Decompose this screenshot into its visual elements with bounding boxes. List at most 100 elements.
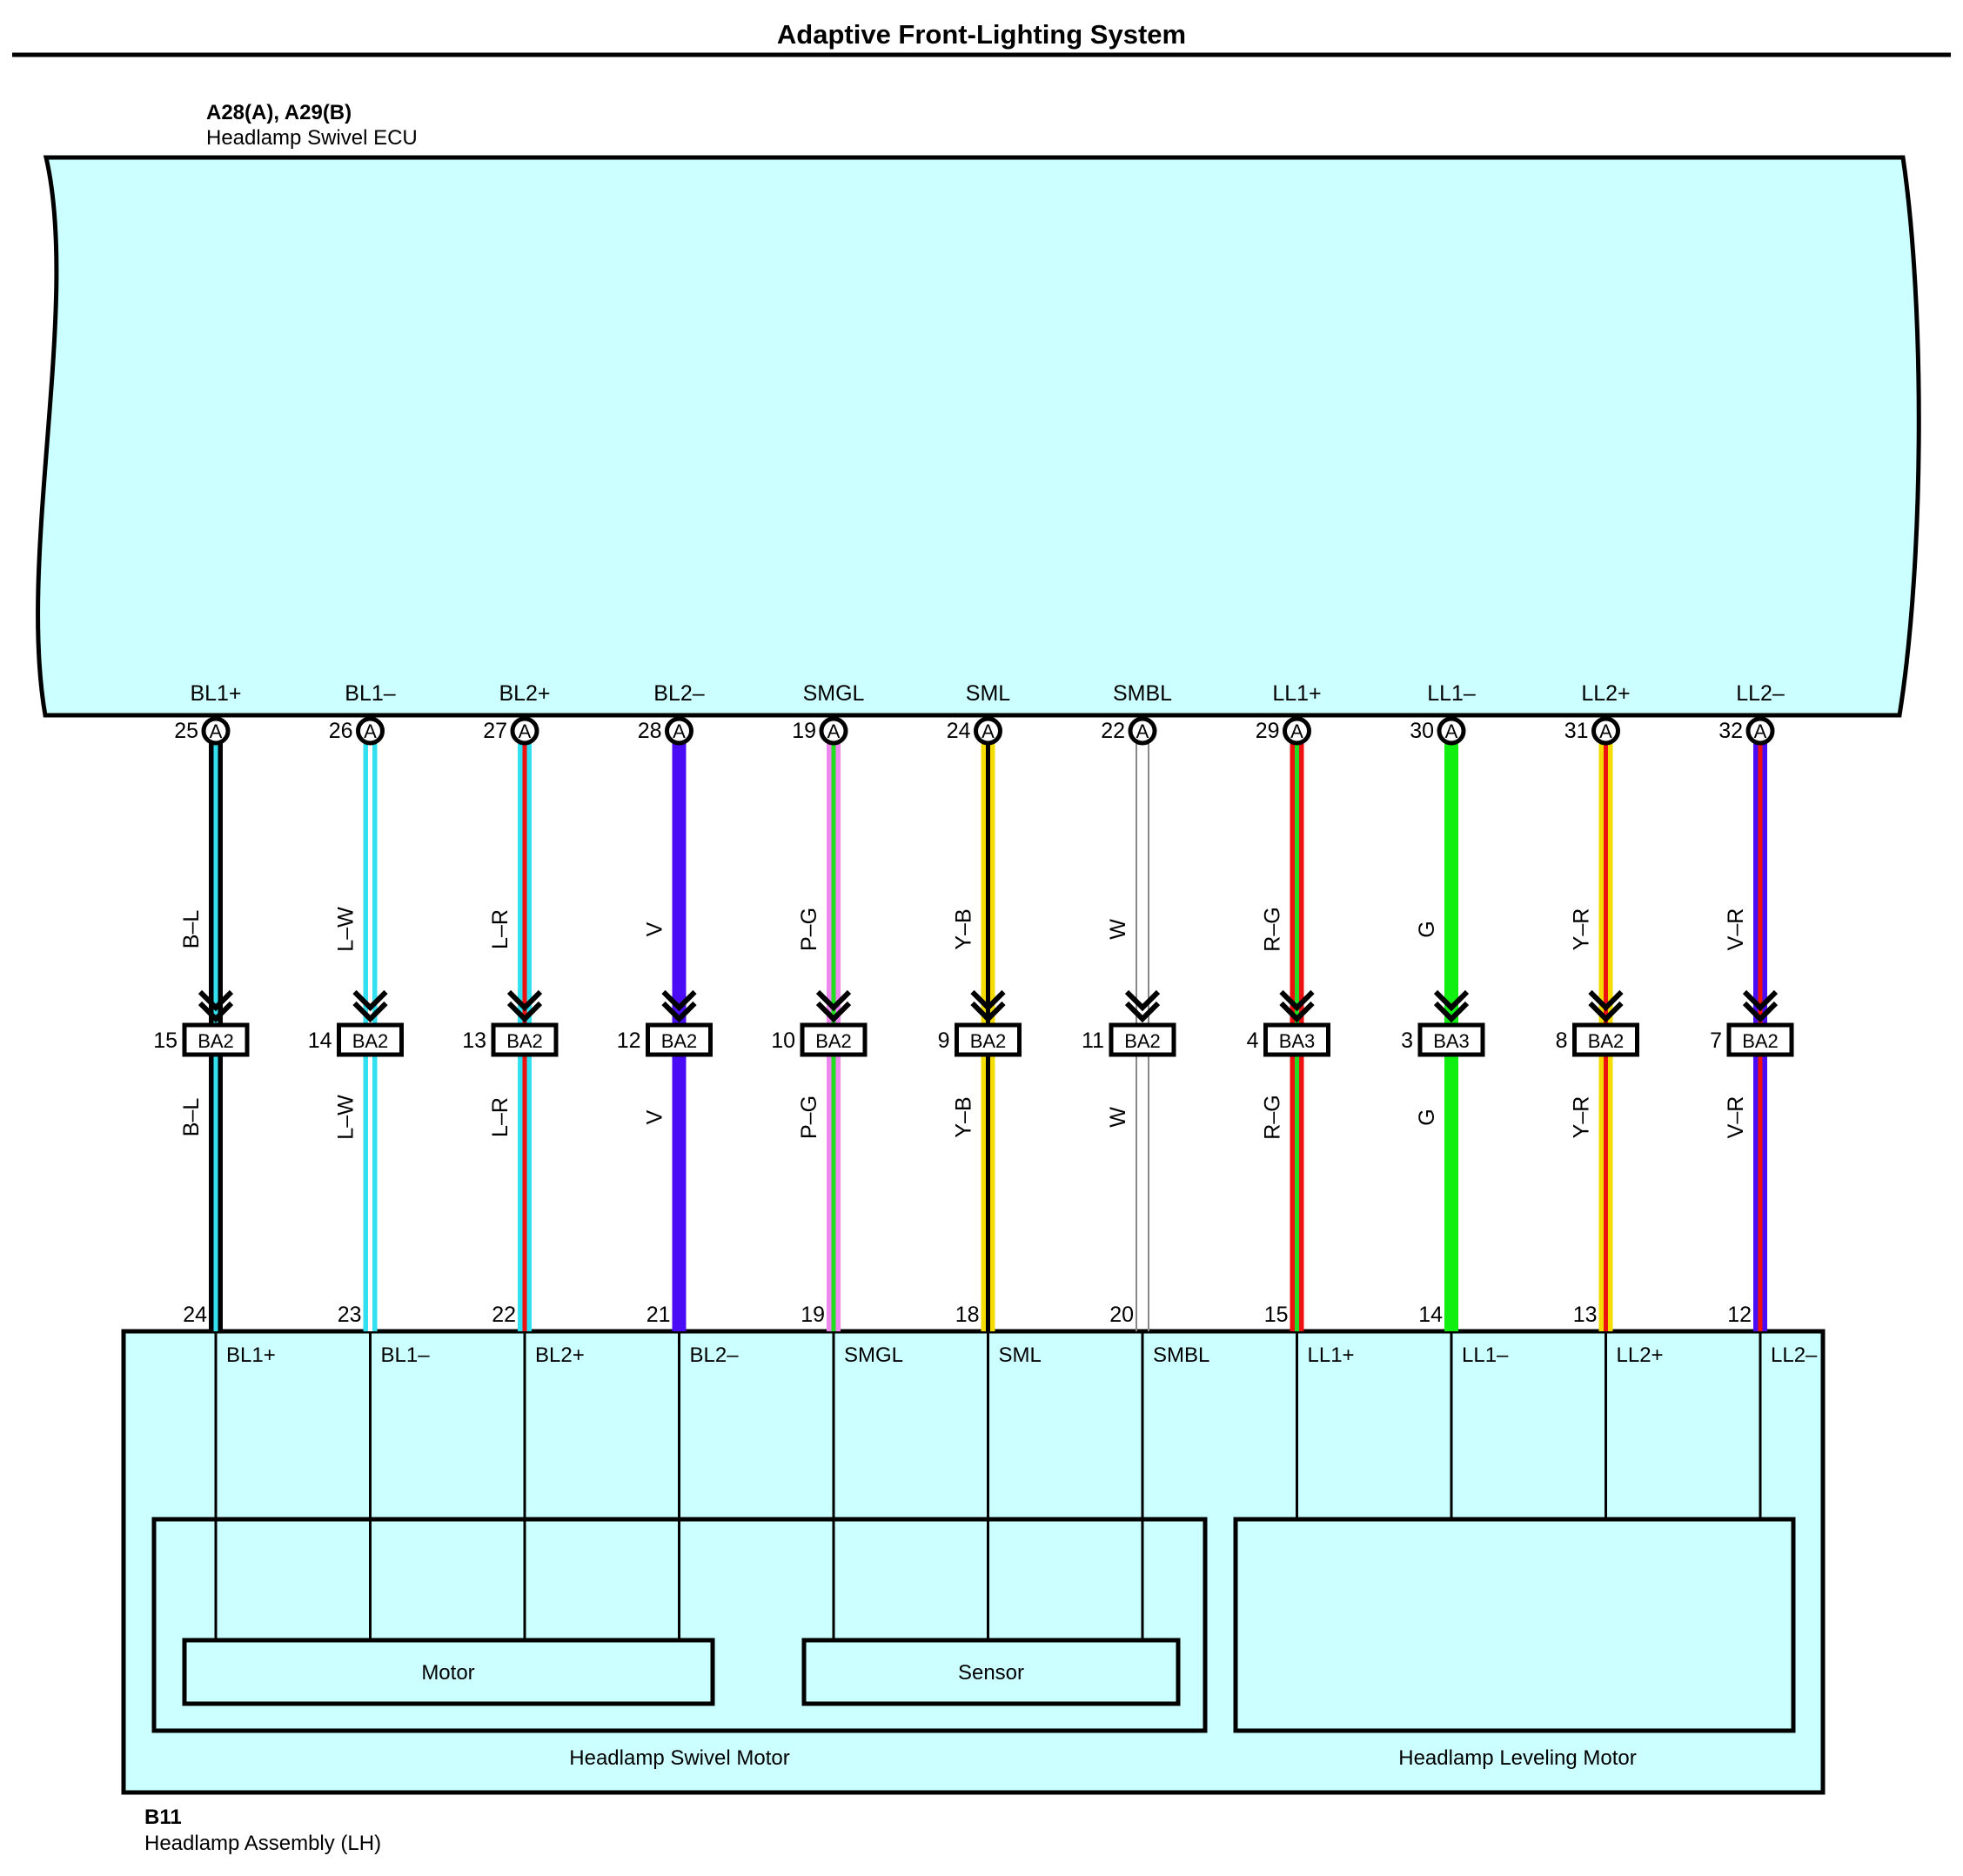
junction-connector [955, 1022, 1022, 1057]
ecu-terminal [665, 716, 693, 746]
assembly-name-label: Headlamp Assembly (LH) [144, 1832, 381, 1855]
swivel-motor-label: Headlamp Swivel Motor [569, 1746, 789, 1770]
junction-pin-number: 7 [1710, 1028, 1722, 1053]
ecu-connector-letter: A [364, 720, 377, 742]
junction-connector [1263, 1022, 1330, 1057]
junction-connector-label: BA2 [506, 1030, 543, 1052]
junction-connector-label: BA3 [1279, 1030, 1316, 1052]
device-pin-number: 14 [1418, 1303, 1443, 1327]
device-terminal-label: BL2+ [535, 1343, 585, 1367]
device-terminal-label: BL2– [690, 1343, 740, 1367]
junction-connector [491, 1022, 559, 1057]
wire-color-label: G [1415, 1109, 1439, 1125]
wire-color-label: B–L [179, 910, 204, 949]
sensor-box [801, 1638, 1181, 1706]
device-pin-number: 13 [1573, 1303, 1598, 1327]
device-terminal-label: LL2+ [1617, 1343, 1664, 1367]
device-terminal-label: SMBL [1153, 1343, 1209, 1367]
junction-pin-number: 3 [1401, 1028, 1413, 1053]
motor-label: Motor [421, 1661, 474, 1685]
ecu-pin-number: 32 [1718, 719, 1743, 743]
ecu-terminal [819, 716, 848, 746]
sensor-label: Sensor [958, 1661, 1024, 1685]
ecu-terminal [1128, 716, 1157, 746]
ecu-pin-number: 31 [1564, 719, 1589, 743]
device-terminal-label: BL1– [381, 1343, 431, 1367]
wire-color-label: V [643, 1109, 667, 1124]
junction-connector [182, 1022, 250, 1057]
junction-connector-label: BA3 [1433, 1030, 1470, 1052]
junction-arrow-icon [1124, 989, 1161, 1012]
junction-arrow-icon [970, 1001, 1006, 1023]
ecu-terminal [510, 716, 539, 746]
junction-arrow-icon [506, 989, 543, 1012]
ecu-pin-number: 24 [947, 719, 971, 743]
ecu-signal-label: LL2+ [1581, 681, 1630, 706]
ecu-connector-letter: A [1754, 720, 1767, 742]
ecu-connector-label: A28(A), A29(B) [206, 101, 352, 124]
device-terminal-label: LL1+ [1308, 1343, 1355, 1367]
junction-connector-label: BA2 [1124, 1030, 1161, 1052]
ecu-connector-letter: A [1599, 720, 1612, 742]
assembly-connector-label: B11 [144, 1806, 182, 1829]
junction-connector [1417, 1022, 1485, 1057]
ecu-signal-label: BL2– [653, 681, 704, 706]
wire-color-label: B–L [179, 1098, 204, 1137]
junction-pin-number: 9 [938, 1028, 950, 1053]
ecu-signal-label: BL2+ [499, 681, 550, 706]
ecu-signal-label: SMBL [1113, 681, 1172, 706]
junction-pin-number: 15 [153, 1028, 178, 1053]
wire-color-label: Y–R [1570, 908, 1594, 951]
junction-arrow-icon [970, 989, 1006, 1012]
wire-color-label: R–G [1261, 1095, 1285, 1139]
junction-arrow-icon [1124, 1001, 1161, 1023]
junction-arrow-icon [198, 989, 234, 1012]
junction-pin-number: 8 [1556, 1028, 1568, 1053]
ecu-terminal [1591, 716, 1620, 746]
junction-arrow-icon [1742, 989, 1779, 1012]
ecu-pin-number: 19 [792, 719, 816, 743]
junction-connector-label: BA2 [352, 1030, 389, 1052]
ecu-pin-number: 26 [329, 719, 353, 743]
junction-connector [1572, 1022, 1639, 1057]
wire-color-label: G [1415, 921, 1439, 937]
junction-connector [337, 1022, 404, 1057]
wire-color-label: P–G [797, 908, 821, 951]
ecu-connector-letter: A [1445, 720, 1458, 742]
junction-pin-number: 10 [771, 1028, 795, 1053]
ecu-terminal [201, 716, 231, 746]
junction-arrow-icon [352, 989, 388, 1012]
ecu-pin-number: 27 [483, 719, 507, 743]
junction-connector-label: BA2 [970, 1030, 1007, 1052]
wire-color-label: V–R [1724, 908, 1748, 951]
ecu-signal-label: LL2– [1736, 681, 1785, 706]
junction-connector-label: BA2 [198, 1030, 234, 1052]
junction-connector [646, 1022, 713, 1057]
junction-arrow-icon [1742, 1001, 1779, 1023]
ecu-signal-label: LL1+ [1272, 681, 1321, 706]
junction-arrow-icon [815, 1001, 852, 1023]
ecu-connector-letter: A [827, 720, 841, 742]
junction-arrow-icon [198, 1001, 234, 1023]
device-pin-number: 18 [955, 1303, 980, 1327]
ecu-connector-letter: A [982, 720, 995, 742]
ecu-terminal [356, 716, 385, 746]
ecu-name-label: Headlamp Swivel ECU [206, 126, 418, 150]
ecu-connector-letter: A [210, 720, 223, 742]
ecu-connector-letter: A [1290, 720, 1303, 742]
junction-arrow-icon [506, 1001, 543, 1023]
device-terminal-label: SML [999, 1343, 1042, 1367]
wire-color-label: V–R [1724, 1096, 1748, 1139]
wire-color-label: Y–B [952, 908, 976, 949]
junction-connector-label: BA2 [661, 1030, 698, 1052]
wire-color-label: P–G [797, 1095, 821, 1139]
junction-connector [1726, 1022, 1794, 1057]
ecu-signal-label: BL1+ [190, 681, 241, 706]
wire-color-label: L–W [334, 907, 358, 952]
ecu-signal-label: LL1– [1427, 681, 1476, 706]
junction-arrow-icon [661, 1001, 697, 1023]
leveling-motor-label: Headlamp Leveling Motor [1398, 1746, 1636, 1770]
wire-color-label: W [1106, 919, 1130, 940]
ecu-signal-label: SML [966, 681, 1011, 706]
